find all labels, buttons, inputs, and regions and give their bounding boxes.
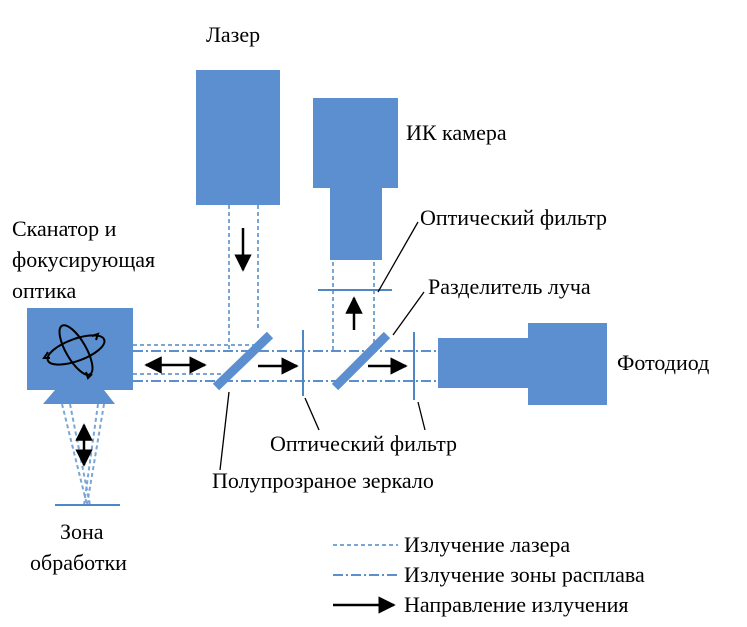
label-scanner-line2: фокусирующая — [12, 247, 156, 272]
rotation-icon — [42, 324, 106, 380]
label-photodiode: Фотодиод — [617, 350, 710, 375]
legend — [333, 544, 398, 614]
leader-beam-splitter — [392, 291, 425, 336]
ir-camera — [313, 98, 398, 260]
label-scanner-line1: Сканатор и — [12, 216, 117, 241]
label-zone-line2: обработки — [30, 550, 127, 575]
label-zone-line1: Зона — [60, 519, 104, 544]
label-laser: Лазер — [206, 22, 261, 47]
label-half-mirror: Полупрозраное зеркало — [212, 468, 434, 493]
beam-splitter — [331, 331, 391, 391]
melt-zone-beam-vertical — [332, 262, 375, 351]
melt-zone-beam-horizontal — [133, 350, 438, 382]
laser-beam-vertical — [228, 205, 259, 350]
legend-melt-label: Излучение зоны расплава — [404, 562, 645, 587]
label-ir-camera: ИК камера — [406, 120, 507, 145]
legend-direction-label: Направление излучения — [404, 592, 629, 617]
laser-block — [196, 70, 280, 205]
leader-optical-filter-photodiode — [417, 401, 426, 431]
photodiode — [438, 323, 607, 405]
label-optical-filter-top: Оптический фильтр — [420, 205, 608, 230]
scanner-optics — [27, 308, 133, 404]
laser-beam-horizontal — [133, 344, 258, 375]
label-beam-splitter: Разделитель луча — [428, 274, 591, 299]
legend-laser-label: Излучение лазера — [404, 532, 571, 557]
leader-optical-filter-top — [377, 221, 419, 293]
leader-optical-filter-middle — [304, 397, 320, 431]
label-scanner-line3: оптика — [12, 278, 77, 303]
label-optical-filter-bottom: Оптический фильтр — [270, 431, 458, 456]
half-mirror — [212, 331, 274, 391]
leader-half-mirror — [219, 391, 230, 471]
